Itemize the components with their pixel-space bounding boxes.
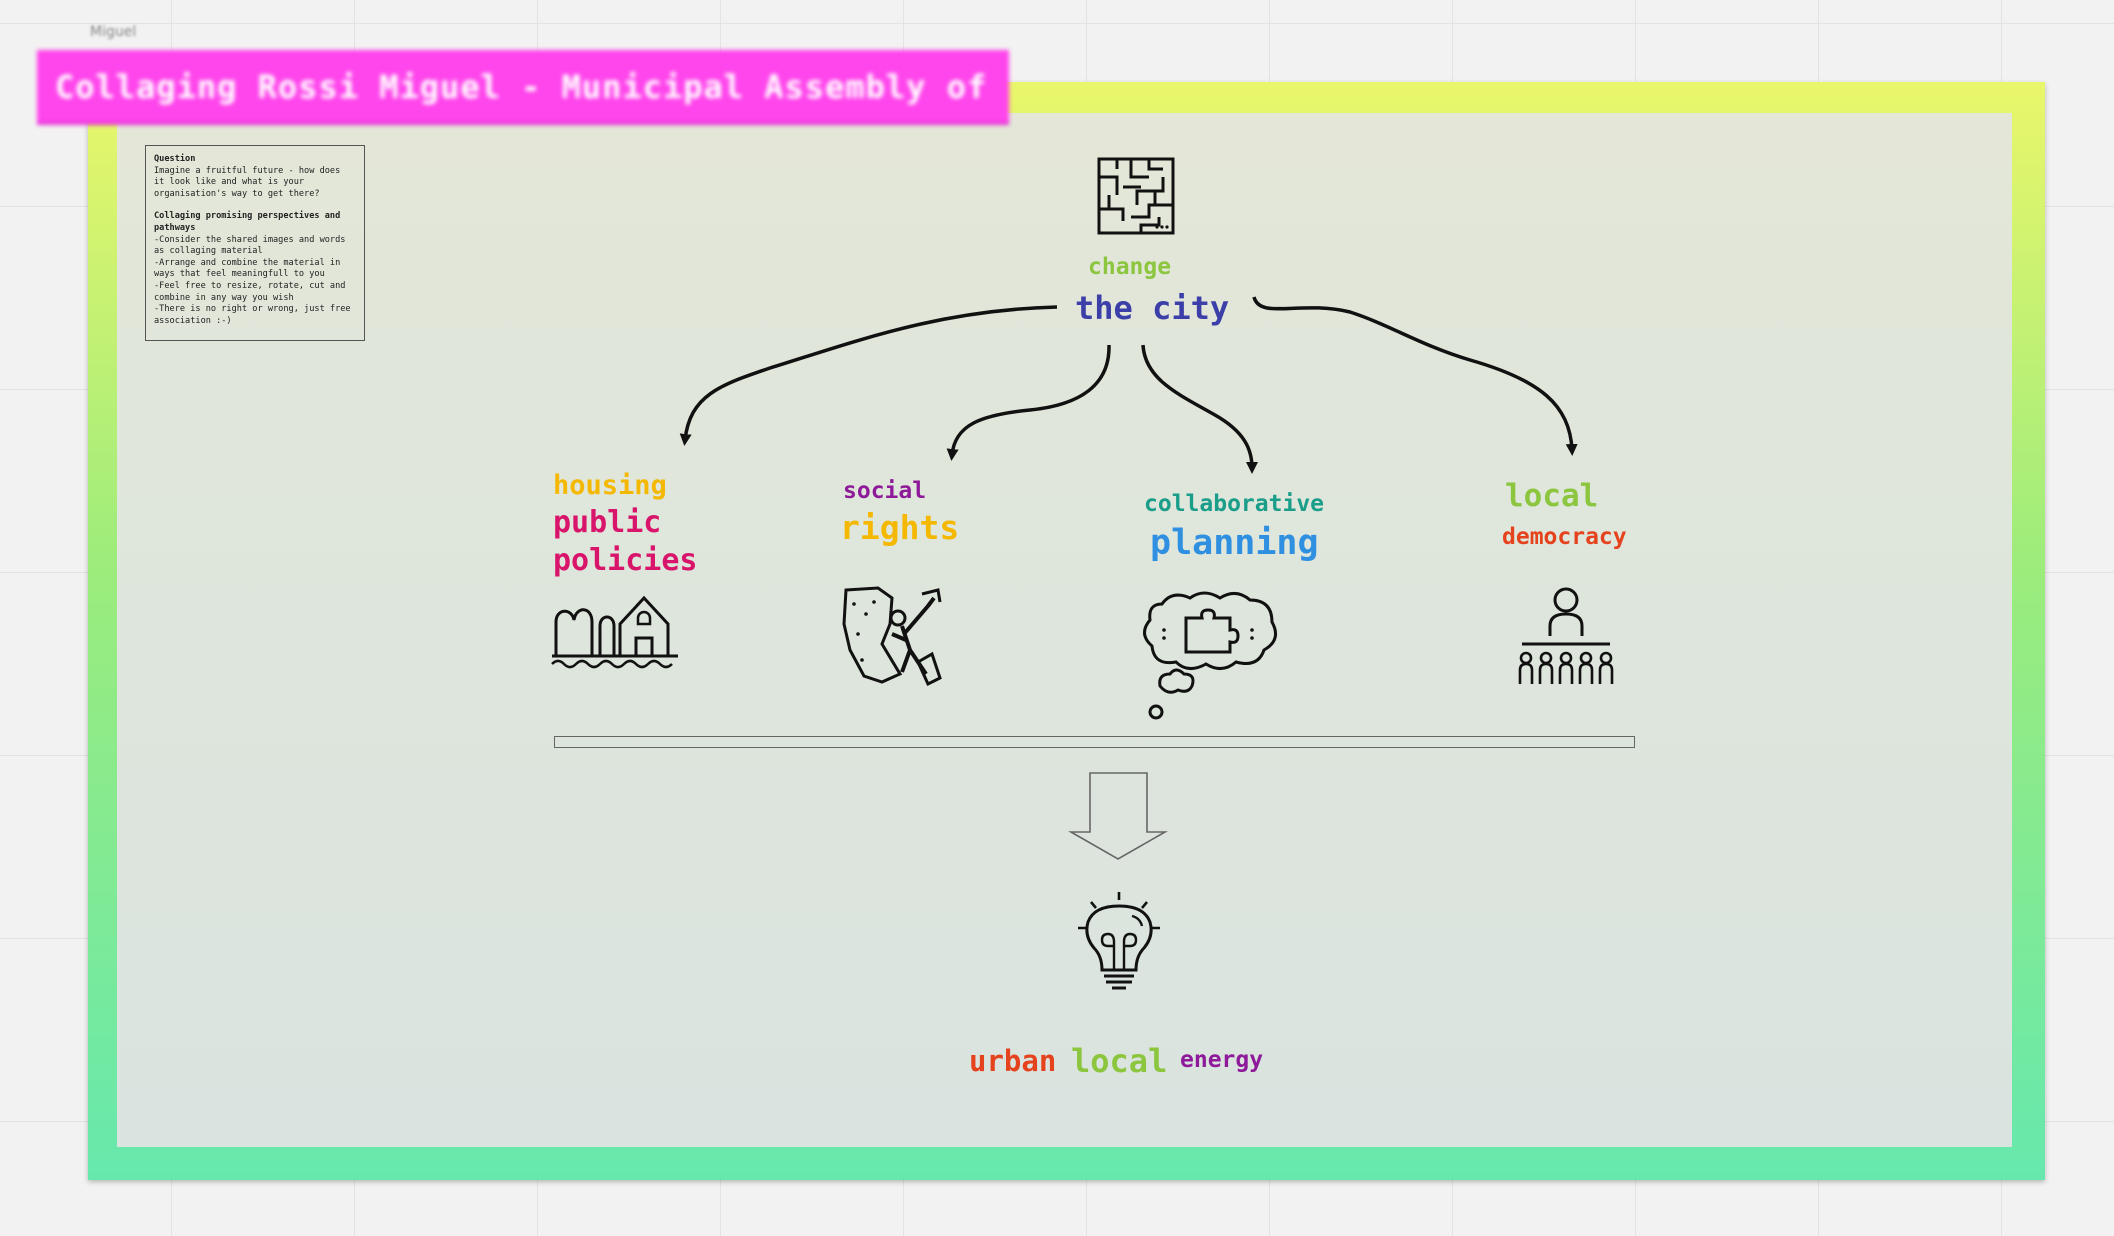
puzzle-thought-icon[interactable] <box>1142 590 1282 724</box>
note-line: it look like and what is your <box>154 177 305 188</box>
word-public[interactable]: public <box>553 505 662 540</box>
collage-board <box>117 113 2012 1147</box>
collage-frame <box>88 82 2045 1180</box>
instructions-note[interactable]: Question Imagine a fruitful future - how… <box>145 145 365 341</box>
word-planning[interactable]: planning <box>1150 523 1319 563</box>
divider-bar[interactable] <box>554 736 1635 748</box>
note-line: Imagine a fruitful future - how does <box>154 165 341 176</box>
down-arrow-icon[interactable] <box>1068 772 1168 860</box>
note-line: -Consider the shared images and words <box>154 234 346 245</box>
note-line: -Arrange and combine the material in <box>154 257 341 268</box>
note-line: association :-) <box>154 315 232 326</box>
word-energy[interactable]: energy <box>1180 1047 1264 1073</box>
frame-title: Collaging Rossi Miguel - Municipal Assem… <box>55 68 1009 106</box>
word-democracy[interactable]: democracy <box>1502 524 1627 550</box>
maze-icon[interactable] <box>1097 157 1175 235</box>
houses-icon[interactable] <box>551 590 678 670</box>
word-policies[interactable]: policies <box>553 543 698 578</box>
note-line: organisation's way to get there? <box>154 188 320 199</box>
word-collaborative[interactable]: collaborative <box>1144 491 1325 517</box>
word-local-bottom[interactable]: local <box>1071 1042 1168 1080</box>
lightbulb-icon[interactable] <box>1074 890 1164 1000</box>
word-local-top[interactable]: local <box>1505 478 1599 514</box>
word-rights[interactable]: rights <box>840 508 960 547</box>
arrow-to-social <box>946 344 1111 461</box>
word-the-city[interactable]: the city <box>1075 289 1230 327</box>
word-urban[interactable]: urban <box>969 1044 1057 1078</box>
note-heading-question: Question <box>154 154 196 164</box>
climber-icon[interactable] <box>842 584 946 688</box>
word-social[interactable]: social <box>843 478 927 504</box>
arrow-to-collaborative <box>1141 344 1258 474</box>
note-line: ways that feel meaningfull to you <box>154 269 325 280</box>
note-line: as collaging material <box>154 246 263 257</box>
note-line: combine in any way you wish <box>154 292 294 303</box>
frame-label[interactable]: Miguel <box>90 24 137 40</box>
note-line: -There is no right or wrong, just free <box>154 304 351 315</box>
speaker-audience-icon[interactable] <box>1514 586 1614 692</box>
frame-title-bar[interactable]: Collaging Rossi Miguel - Municipal Assem… <box>37 50 1009 125</box>
note-line: -Feel free to resize, rotate, cut and <box>154 280 346 291</box>
note-heading-collaging: Collaging promising perspectives and pat… <box>154 211 341 233</box>
word-housing[interactable]: housing <box>553 470 667 501</box>
arrow-to-housing <box>679 305 1058 446</box>
word-change[interactable]: change <box>1088 254 1172 280</box>
arrow-to-local <box>1252 296 1578 456</box>
